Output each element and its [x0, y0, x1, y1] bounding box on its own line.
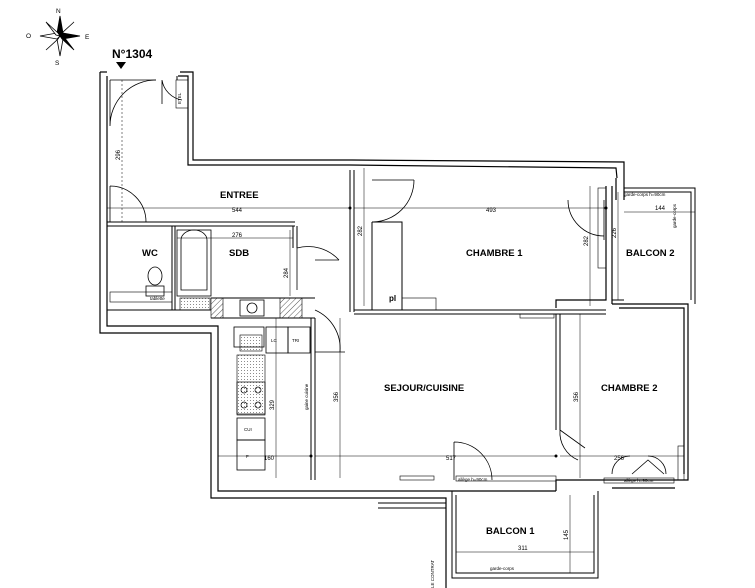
compass-west-label: O [26, 33, 31, 40]
bathtub-icon [176, 229, 212, 297]
dim-chambre2-height: 356 [574, 391, 580, 402]
balcon2-outline [612, 187, 696, 304]
entry-marker-icon [116, 62, 126, 69]
radiator-icon [399, 475, 435, 481]
dim-sdb-width: 276 [232, 233, 243, 239]
placard-shelf [401, 297, 437, 311]
label-lc: LC [271, 338, 278, 343]
label-etel: ETEL [177, 92, 182, 104]
windows [455, 187, 685, 484]
washer-icon [233, 326, 265, 348]
tablette-shelf [109, 291, 173, 303]
label-garde-corps-balcon2: garde-corps [672, 203, 677, 228]
label-garde-corps-h: garde-corps h=90cm [624, 192, 666, 197]
dim-kitchen-height: 329 [270, 399, 276, 410]
tri-box [287, 326, 311, 354]
cooktop-icon [236, 381, 266, 415]
unit-number: N°1304 [112, 47, 152, 61]
label-garde-corps-balcon1: garde-corps [490, 566, 515, 571]
dim-sejour-width: 517 [446, 456, 457, 462]
dim-entree-width: 544 [232, 208, 243, 214]
room-label-chambre2: CHAMBRE 2 [601, 383, 657, 394]
dim-chambre2-width: 256 [614, 456, 625, 462]
label-cui: CUI [244, 427, 252, 432]
label-f: F [246, 454, 249, 459]
room-label-balcon2: BALCON 2 [626, 248, 675, 259]
sink-icon [239, 299, 265, 317]
dim-kitchen-width: 160 [264, 456, 275, 462]
dim-corridor-height: 296 [116, 149, 122, 160]
kitchen-counter [236, 354, 266, 416]
compass-east-label: E [85, 34, 90, 41]
dim-balcon1-height: 145 [564, 529, 570, 540]
dim-sdb-height: 284 [284, 267, 290, 278]
label-gaine-cuisine: gaine cuisine [304, 383, 309, 410]
doors [109, 79, 667, 481]
toilet-icon [145, 266, 165, 297]
compass-rose [39, 15, 81, 57]
dim-wall-b: 282 [584, 235, 590, 246]
interior-walls [107, 76, 606, 480]
room-label-sdb: SDB [229, 248, 249, 259]
outer-walls [99, 71, 689, 588]
room-label-balcon1: BALCON 1 [486, 526, 535, 537]
label-edge: LE CONTRAT [430, 560, 435, 588]
label-tri: TRI [292, 338, 299, 343]
label-allege: allège h=90cm [458, 477, 488, 482]
radiator-icon [519, 313, 555, 319]
compass-south-label: S [55, 60, 60, 67]
dim-balcon1-width: 311 [518, 546, 528, 552]
dim-chambre1-width: 493 [486, 208, 497, 214]
dimension-ticks [309, 206, 608, 458]
etel-cabinet [175, 79, 189, 109]
label-allege-chambre2: allège h=90cm [624, 478, 654, 483]
room-label-chambre1: CHAMBRE 1 [466, 248, 523, 259]
hatched-wall [210, 297, 224, 319]
label-placard: pl [389, 294, 396, 303]
room-label-entree: ENTREE [220, 190, 259, 201]
dim-wall-a: 282 [358, 225, 364, 236]
worktop [239, 334, 263, 352]
compass-north-label: N [56, 8, 61, 15]
dimension-lines [107, 80, 695, 573]
lc-box [265, 326, 289, 354]
balcon1-outline [378, 491, 599, 579]
dim-sejour-height: 356 [334, 391, 340, 402]
dim-balcon2-height: 226 [612, 227, 618, 238]
fridge-box [236, 439, 266, 471]
shower-tray [179, 297, 211, 311]
room-label-wc: WC [142, 248, 158, 259]
hatched-wall [279, 297, 303, 319]
room-label-sejour: SEJOUR/CUISINE [384, 383, 464, 394]
label-tablette: tablette [150, 296, 165, 301]
dim-balcon2-width: 144 [655, 206, 666, 212]
